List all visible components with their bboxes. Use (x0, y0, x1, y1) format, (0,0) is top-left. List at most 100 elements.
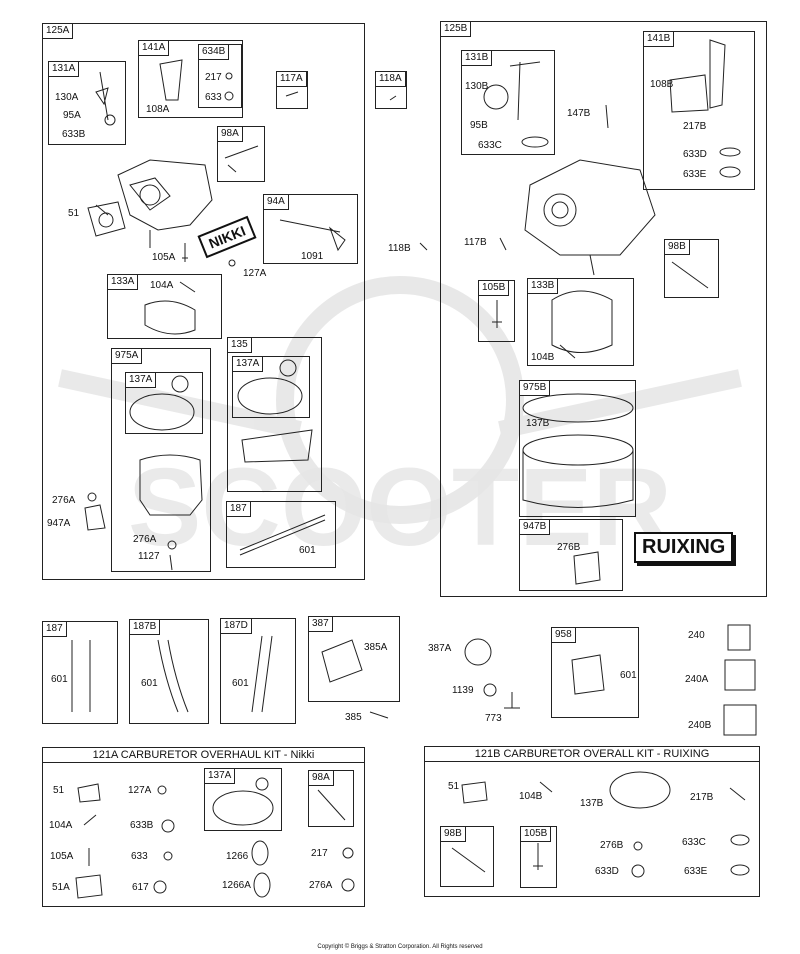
kit-item-label: 51 (448, 781, 460, 792)
part-label: 51 (68, 208, 80, 219)
part-label: 601 (232, 678, 249, 689)
group-137A-2: 137A (232, 356, 310, 418)
part-label: 601 (141, 678, 158, 689)
part-label: 118B (388, 243, 411, 254)
group-634B: 634B (198, 44, 242, 108)
group-label: 135 (228, 338, 252, 353)
group-105B: 105B (478, 280, 515, 342)
group-975B: 975B (519, 380, 636, 517)
group-117A: 117A (276, 71, 308, 109)
part-label: 104A (150, 280, 174, 291)
part-label: 104B (531, 352, 555, 363)
group-958: 958 (551, 627, 639, 718)
part-label: 276A (52, 495, 76, 506)
kit-item-label: 633D (595, 866, 619, 877)
part-label: 117B (464, 237, 487, 248)
kit-item-label: 127A (128, 785, 152, 796)
kit-item-label: 217B (690, 792, 714, 803)
plate-135 (241, 429, 313, 463)
kit-item-label: 104B (519, 791, 543, 802)
kit-item-label: 276B (600, 840, 624, 851)
part-label: 633C (478, 140, 502, 151)
fuel-pump-387 (321, 639, 363, 683)
part-label: 633D (683, 149, 707, 160)
group-label: 133B (528, 279, 559, 294)
part-label: 108B (650, 79, 674, 90)
group-label: 387 (309, 617, 333, 632)
part-label: 130B (465, 81, 489, 92)
part-label: 601 (299, 545, 316, 556)
kit-item-label: 51 (53, 785, 65, 796)
group-label: 137A (205, 769, 236, 784)
group-label: 137A (233, 357, 264, 372)
part-label: 217 (205, 72, 222, 83)
group-label: 98A (309, 771, 334, 786)
fuel-line-187 (71, 640, 91, 712)
group-98B: 98B (664, 239, 719, 298)
carburetor-body-b (524, 159, 656, 256)
fuel-filter-240B (723, 704, 757, 736)
part-label: 108A (146, 104, 170, 115)
part-label: 387A (428, 643, 452, 654)
throttle-shaft-a (95, 71, 109, 121)
group-label: 125A (43, 24, 74, 39)
kit-item-label: 105A (50, 851, 74, 862)
group-187D: 187D (220, 618, 296, 724)
part-label: 127A (243, 268, 267, 279)
group-label: 131B (462, 51, 493, 66)
part-label: 633B (62, 129, 86, 140)
group-label: 94A (264, 195, 289, 210)
group-118A: 118A (375, 71, 407, 109)
part-label: 633E (683, 169, 707, 180)
part-label: 95A (63, 110, 81, 121)
kit-item-label: 633 (131, 851, 148, 862)
mixture-screw-a (279, 219, 346, 252)
kit-item-label: 633B (130, 820, 154, 831)
float-bowl-b (522, 450, 634, 508)
idle-screw-a (224, 145, 259, 173)
group-label: 947B (520, 520, 551, 535)
group-label: 125B (441, 22, 472, 37)
part-label: 147B (567, 108, 591, 119)
group-label: 187D (221, 619, 252, 634)
fuel-line-187-top (239, 514, 326, 551)
group-125A: 125A (42, 23, 365, 580)
part-label: 633 (205, 92, 222, 103)
kit-item-label: 617 (132, 882, 149, 893)
kit-item-label: 1266 (226, 851, 249, 862)
group-137A: 137A (125, 372, 203, 434)
part-label: 601 (51, 674, 68, 685)
choke-shaft-a (159, 59, 183, 101)
group-label: 117A (277, 72, 307, 87)
group-141B: 141B (643, 31, 755, 190)
group-label: 118A (376, 72, 406, 87)
float-b (551, 290, 613, 353)
part-label: 947A (47, 518, 71, 529)
float-bowl-a (139, 454, 203, 516)
part-label: 105A (152, 252, 176, 263)
group-label: 187 (43, 622, 67, 637)
group-label: 187B (130, 620, 161, 635)
group-387: 387 (308, 616, 400, 702)
part-label: 130A (55, 92, 79, 103)
group-135: 135 (227, 337, 322, 492)
group-187-top: 187 (226, 501, 336, 568)
group-131A: 131A (48, 61, 126, 145)
shutoff-valve-958 (571, 654, 605, 695)
part-label: 276B (557, 542, 581, 553)
kit-item-label: 137B (580, 798, 604, 809)
kit-group-105B: 105B (520, 826, 557, 888)
fuel-filter-240A (724, 659, 756, 691)
kit-item-label: 633C (682, 837, 706, 848)
group-label: 975A (112, 349, 143, 364)
part-label: 1139 (452, 685, 474, 696)
group-label: 634B (199, 45, 230, 60)
gasket-51 (87, 201, 126, 237)
kit-item-label: 104A (49, 820, 73, 831)
group-975A: 975A (111, 348, 211, 572)
kit-121B: 121B CARBURETOR OVERALL KIT - RUIXING (424, 746, 760, 897)
kit-group-98B: 98B (440, 826, 494, 887)
group-label: 131A (49, 62, 80, 77)
part-label: 1091 (301, 251, 324, 262)
